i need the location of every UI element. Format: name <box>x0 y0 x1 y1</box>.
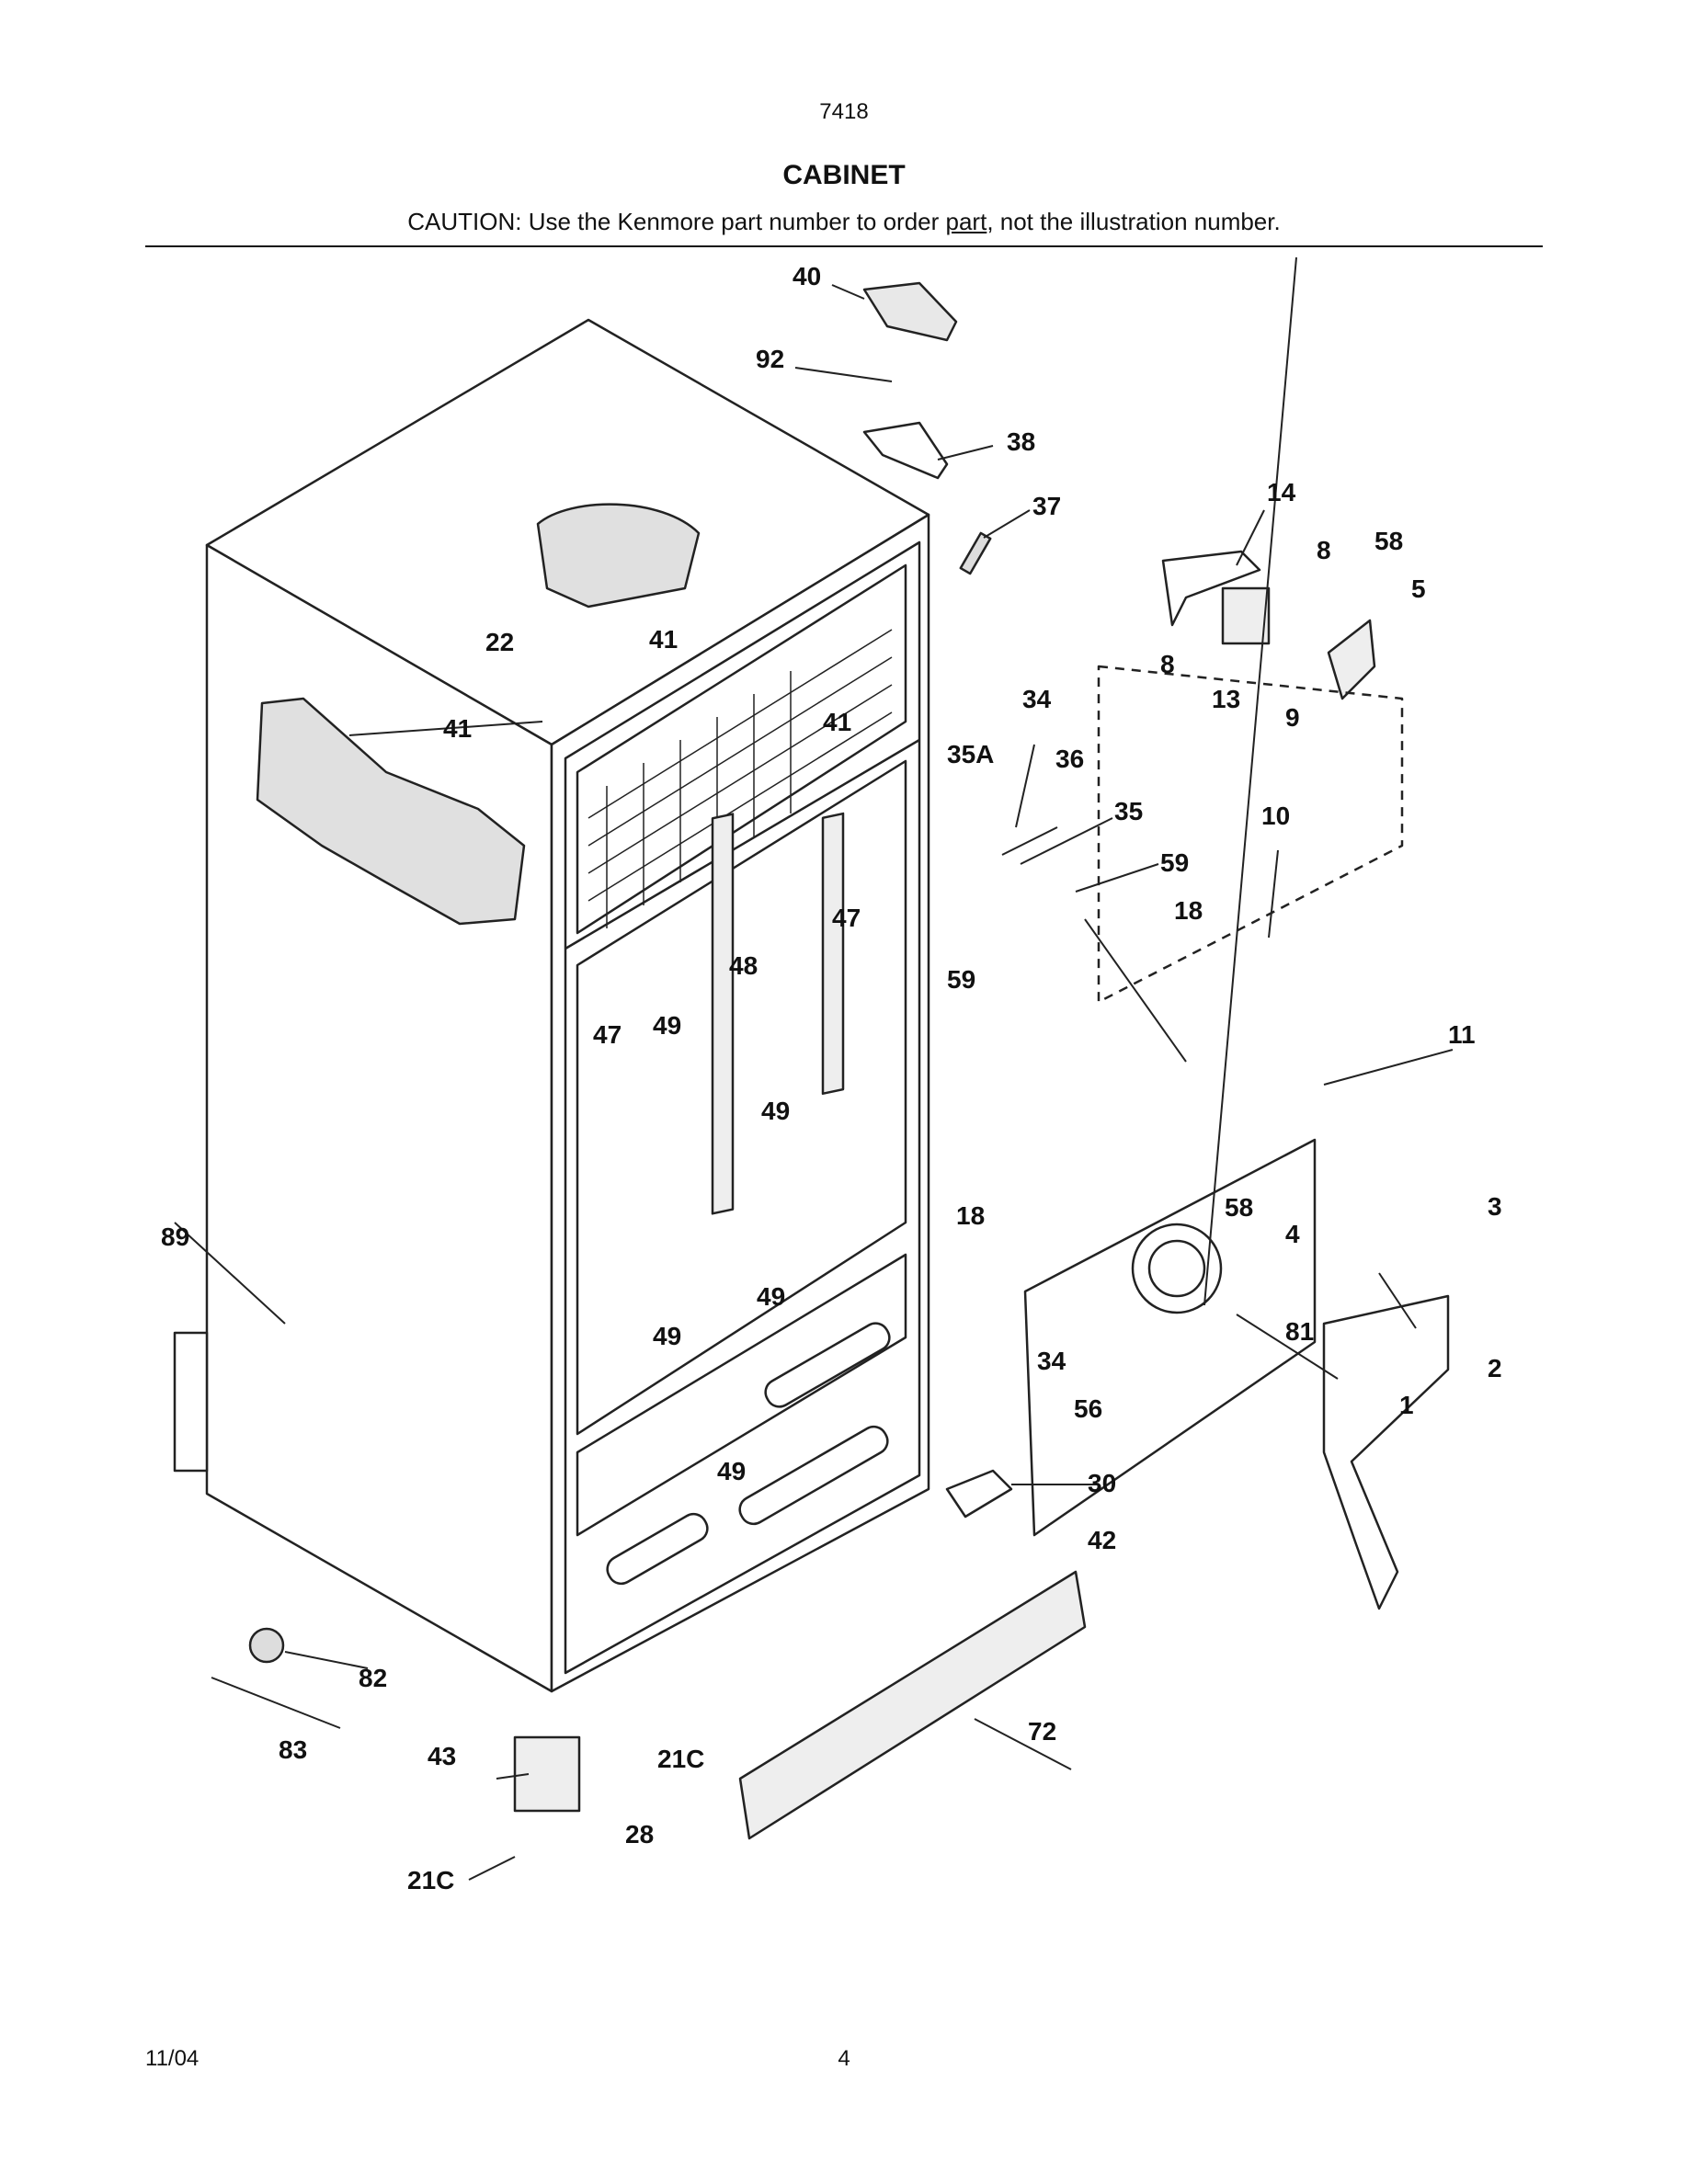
fan-motor-part <box>1221 586 1271 645</box>
callout-58-upper: 58 <box>1374 527 1403 555</box>
callout-4: 4 <box>1285 1220 1300 1248</box>
caution-text-suffix: , not the illustration number. <box>987 208 1281 235</box>
fan-blade-part <box>1327 619 1376 700</box>
leader-lines <box>174 257 1454 1881</box>
callout-82: 82 <box>359 1664 387 1692</box>
callout-35: 35 <box>1114 797 1143 825</box>
callout-35a: 35A <box>947 740 994 768</box>
top-hinge-part <box>862 421 949 480</box>
callout-47-left: 47 <box>593 1020 622 1049</box>
callout-21c-bottom: 21C <box>407 1866 454 1894</box>
callout-41-top: 41 <box>649 625 678 654</box>
cabinet-shell <box>205 318 930 1693</box>
callout-49-a: 49 <box>653 1011 681 1040</box>
footer-date: 11/04 <box>145 2046 200 2071</box>
callout-42: 42 <box>1088 1526 1116 1554</box>
callout-14: 14 <box>1267 478 1296 506</box>
callout-11: 11 <box>1448 1020 1476 1049</box>
shelf-support-47 <box>821 812 845 1096</box>
cabinet-exploded-diagram: 40 92 38 37 14 8 58 5 8 13 9 22 41 41 41… <box>161 257 1502 1894</box>
callout-9: 9 <box>1285 703 1300 732</box>
callout-49-e: 49 <box>717 1457 746 1485</box>
callout-49-d: 49 <box>653 1322 681 1350</box>
callout-3: 3 <box>1488 1192 1502 1221</box>
callout-5: 5 <box>1411 574 1426 603</box>
control-housing <box>1322 1294 1450 1610</box>
callout-18-upper: 18 <box>1174 896 1203 925</box>
callout-43: 43 <box>428 1742 456 1770</box>
callout-41-freezer: 41 <box>823 708 851 736</box>
model-number: 7418 <box>819 99 869 124</box>
side-trim-part <box>173 1331 209 1473</box>
page-number: 4 <box>838 2046 850 2071</box>
caution-underlined-word: part <box>945 208 987 235</box>
side-panel-bracket <box>256 697 526 926</box>
bottom-hinge-part <box>945 1469 1013 1519</box>
callout-41-left: 41 <box>443 714 472 743</box>
callout-49-b: 49 <box>761 1097 790 1125</box>
callout-36: 36 <box>1055 745 1084 773</box>
callout-59-right: 59 <box>1160 848 1189 877</box>
header-divider <box>145 245 1543 247</box>
vent-cover-top <box>536 503 701 609</box>
base-grille-part <box>738 1570 1087 1840</box>
callout-81: 81 <box>1285 1317 1314 1346</box>
callout-58-lower: 58 <box>1225 1193 1253 1222</box>
callout-30: 30 <box>1088 1469 1116 1497</box>
callout-34-upper: 34 <box>1022 685 1052 713</box>
callout-92: 92 <box>756 345 784 373</box>
evaporator-cover-panel <box>1023 1138 1317 1537</box>
caution-notice: CAUTION: Use the Kenmore part number to … <box>0 208 1688 236</box>
callout-34-lower: 34 <box>1037 1347 1066 1375</box>
fan-dashed-housing <box>1097 665 1404 1004</box>
callout-2: 2 <box>1488 1354 1502 1382</box>
callout-83: 83 <box>279 1735 307 1764</box>
callout-8-upper: 8 <box>1317 536 1331 564</box>
callout-89: 89 <box>161 1223 189 1251</box>
evaporator-bracket <box>1161 550 1261 627</box>
roller-part <box>248 1627 285 1664</box>
callout-28: 28 <box>625 1820 654 1848</box>
callout-40: 40 <box>793 262 821 290</box>
callout-47-right: 47 <box>832 904 861 932</box>
callout-18-lower: 18 <box>956 1201 985 1230</box>
callout-1: 1 <box>1399 1391 1414 1419</box>
callout-8-lower: 8 <box>1160 650 1175 678</box>
callout-48: 48 <box>729 951 758 980</box>
hinge-pin-part <box>959 531 992 575</box>
callout-10: 10 <box>1261 802 1290 830</box>
caution-text-prefix: CAUTION: Use the Kenmore part number to … <box>407 208 946 235</box>
callout-22: 22 <box>485 628 514 656</box>
callout-72: 72 <box>1028 1717 1056 1746</box>
callout-56: 56 <box>1074 1394 1102 1423</box>
callout-59-left: 59 <box>947 965 975 994</box>
callout-13: 13 <box>1212 685 1240 713</box>
callout-21c-right: 21C <box>657 1745 704 1773</box>
hinge-cover-part <box>862 281 958 342</box>
callout-49-c: 49 <box>757 1282 785 1311</box>
callout-37: 37 <box>1032 492 1061 520</box>
shelf-support-48 <box>711 813 735 1215</box>
page-title: CABINET <box>782 160 906 190</box>
callout-38: 38 <box>1007 427 1035 456</box>
